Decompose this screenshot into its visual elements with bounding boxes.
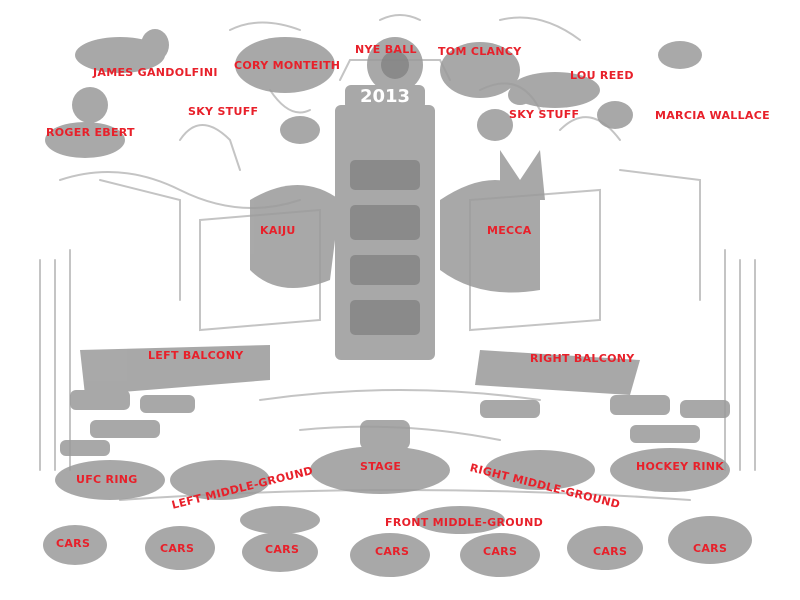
label-right-balcony: RIGHT BALCONY (530, 352, 635, 365)
label-cars: CARS (693, 542, 728, 555)
label-sky-stuff-right: SKY STUFF (509, 108, 580, 121)
label-lou-reed: LOU REED (570, 69, 634, 82)
label-sky-stuff-left: SKY STUFF (188, 105, 259, 118)
label-stage: STAGE (360, 460, 402, 473)
label-cars: CARS (593, 545, 628, 558)
label-mecca: MECCA (487, 224, 532, 237)
label-cory-monteith: CORY MONTEITH (234, 59, 341, 72)
label-cars: CARS (265, 543, 300, 556)
label-james-gandolfini: JAMES GANDOLFINI (93, 66, 218, 79)
label-tom-clancy: TOM CLANCY (438, 45, 522, 58)
label-cars: CARS (56, 537, 91, 550)
label-marcia-wallace: MARCIA WALLACE (655, 109, 770, 122)
label-nye-ball: NYE BALL (355, 43, 417, 56)
label-kaiju: KAIJU (260, 224, 296, 237)
label-left-balcony: LEFT BALCONY (148, 349, 244, 362)
label-front-middle-ground: FRONT MIDDLE-GROUND (385, 516, 544, 529)
label-cars: CARS (375, 545, 410, 558)
label-cars: CARS (483, 545, 518, 558)
label-ufc-ring: UFC RING (76, 473, 138, 486)
label-roger-ebert: ROGER EBERT (46, 126, 135, 139)
year-sign: 2013 (360, 86, 410, 107)
label-cars: CARS (160, 542, 195, 555)
label-hockey-rink: HOCKEY RINK (636, 460, 725, 473)
